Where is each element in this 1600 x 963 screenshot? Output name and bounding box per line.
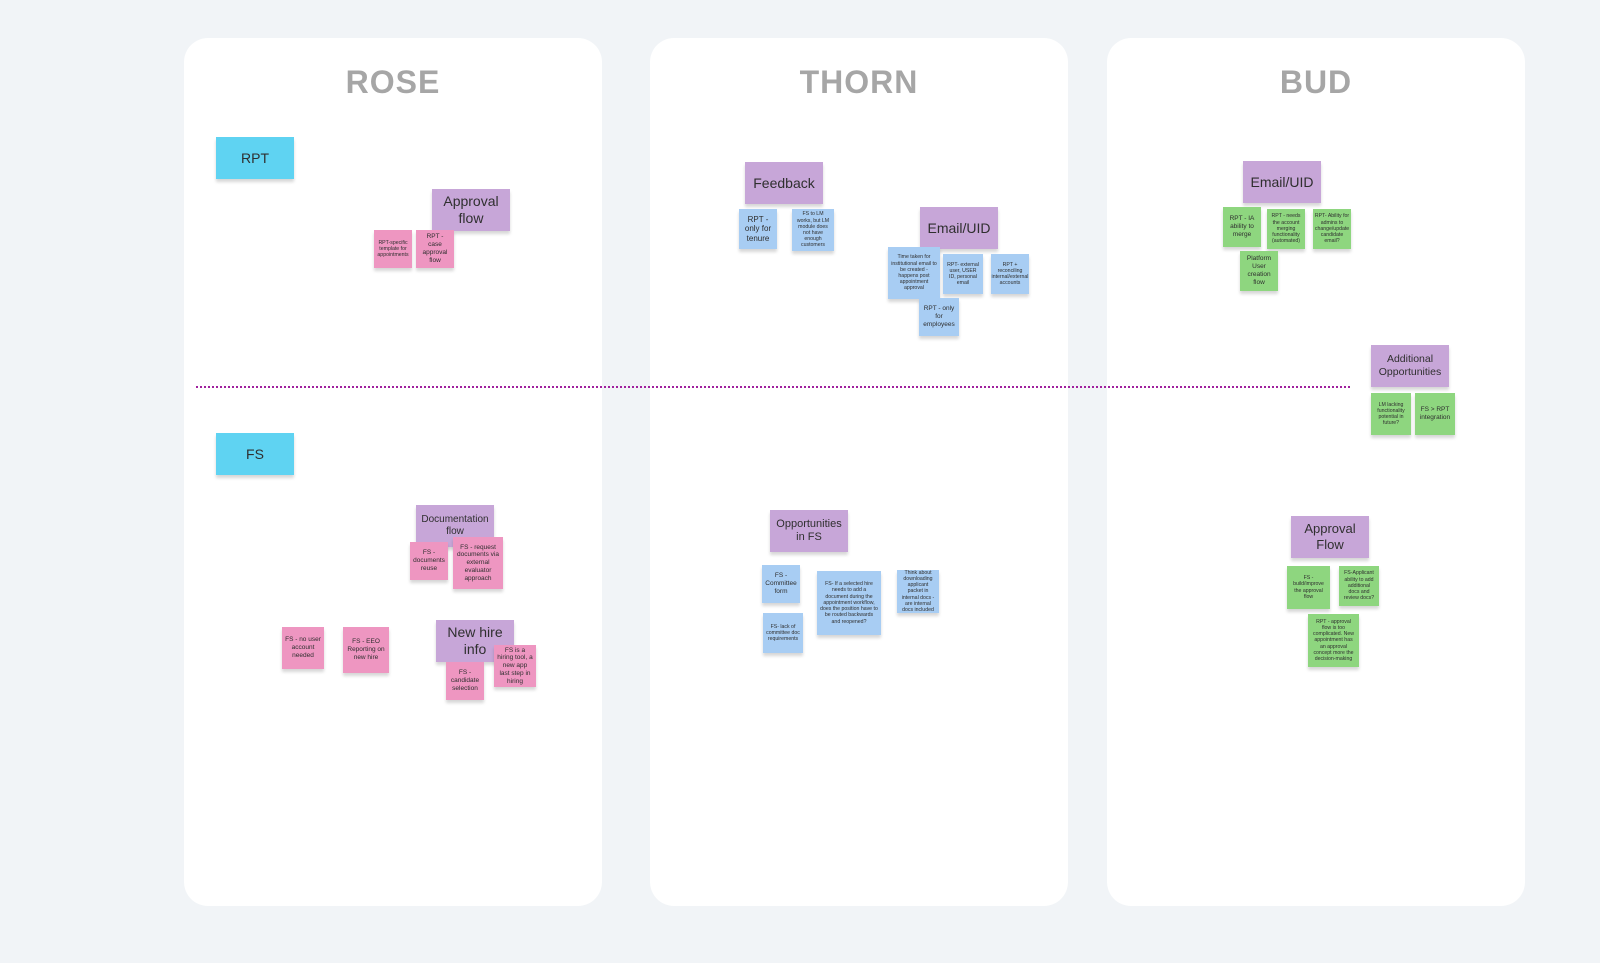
fs-documents-reuse-note[interactable]: FS - documents reuse — [410, 542, 448, 580]
platform-user-creation-note[interactable]: Platform User creation flow — [1240, 251, 1278, 291]
rpt-account-merging-note[interactable]: RPT - needs the account merging function… — [1267, 209, 1305, 249]
rpt-tenure-note[interactable]: RPT - only for tenure — [739, 209, 777, 249]
feedback-header[interactable]: Feedback — [745, 162, 823, 204]
fs-lm-works-note[interactable]: FS to LM works, but LM module does not h… — [792, 209, 834, 251]
thorn-email-uid-header[interactable]: Email/UID — [920, 207, 998, 249]
fs-hiring-tool-note[interactable]: FS is a hiring tool, a new app last step… — [494, 645, 536, 687]
time-taken-email-note[interactable]: Time taken for institutional email to be… — [888, 247, 940, 299]
new-hire-info-header[interactable]: New hire info — [436, 620, 514, 662]
additional-opportunities-header[interactable]: Additional Opportunities — [1371, 345, 1449, 387]
rpt-approval-complicated-note[interactable]: RPT - approval flow is too complicated. … — [1308, 614, 1359, 667]
approval-flow-header[interactable]: Approval flow — [432, 189, 510, 231]
fs-rpt-integration-note[interactable]: FS > RPT integration — [1415, 393, 1455, 435]
fs-lack-committee-note[interactable]: FS- lack of committee doc requirements — [763, 613, 803, 653]
lm-lacking-note[interactable]: LM lacking functionality potential in fu… — [1371, 393, 1411, 435]
fs-committee-form-note[interactable]: FS - Committee form — [762, 565, 800, 603]
opportunities-in-fs-header[interactable]: Opportunities in FS — [770, 510, 848, 552]
rpt-external-user-note[interactable]: RPT- external user, USER ID, personal em… — [943, 254, 983, 294]
bud-column-title: BUD — [1279, 64, 1353, 100]
rpt-admins-change-note[interactable]: RPT- Ability for admins to change/update… — [1313, 209, 1351, 249]
rpt-reconciling-note[interactable]: RPT + reconciling internal/external acco… — [991, 254, 1029, 294]
rpt-ia-merge-note[interactable]: RPT - IA ability to merge — [1223, 207, 1261, 247]
thorn-column: THORN — [650, 38, 1068, 906]
fs-eeo-reporting-note[interactable]: FS - EEO Reporting on new hire — [343, 627, 389, 673]
fs-candidate-selection-note[interactable]: FS - candidate selection — [446, 662, 484, 700]
bud-email-uid-header[interactable]: Email/UID — [1243, 161, 1321, 203]
thorn-column-title: THORN — [799, 64, 919, 100]
section-divider — [196, 386, 1350, 388]
rpt-case-approval-note[interactable]: RPT - case approval flow — [416, 230, 454, 268]
fs-applicant-ability-note[interactable]: FS-Applicant ability to add additional d… — [1339, 566, 1379, 606]
bud-approval-flow-header[interactable]: Approval Flow — [1291, 516, 1369, 558]
think-downloading-note[interactable]: Think about downloading applicant packet… — [897, 570, 939, 613]
rpt-section-header[interactable]: RPT — [216, 137, 294, 179]
rose-column-title: ROSE — [345, 64, 441, 100]
rpt-specific-template-note[interactable]: RPT-specific template for appointments — [374, 230, 412, 268]
rpt-employees-note[interactable]: RPT - only for employees — [919, 298, 959, 336]
fs-build-improve-note[interactable]: FS - build/improve the approval flow — [1287, 566, 1330, 609]
fs-request-documents-note[interactable]: FS - request documents via external eval… — [453, 537, 503, 589]
fs-no-user-account-note[interactable]: FS - no user account needed — [282, 627, 324, 669]
fs-selected-hire-note[interactable]: FS- If a selected hire needs to add a do… — [817, 571, 881, 635]
fs-section-header[interactable]: FS — [216, 433, 294, 475]
